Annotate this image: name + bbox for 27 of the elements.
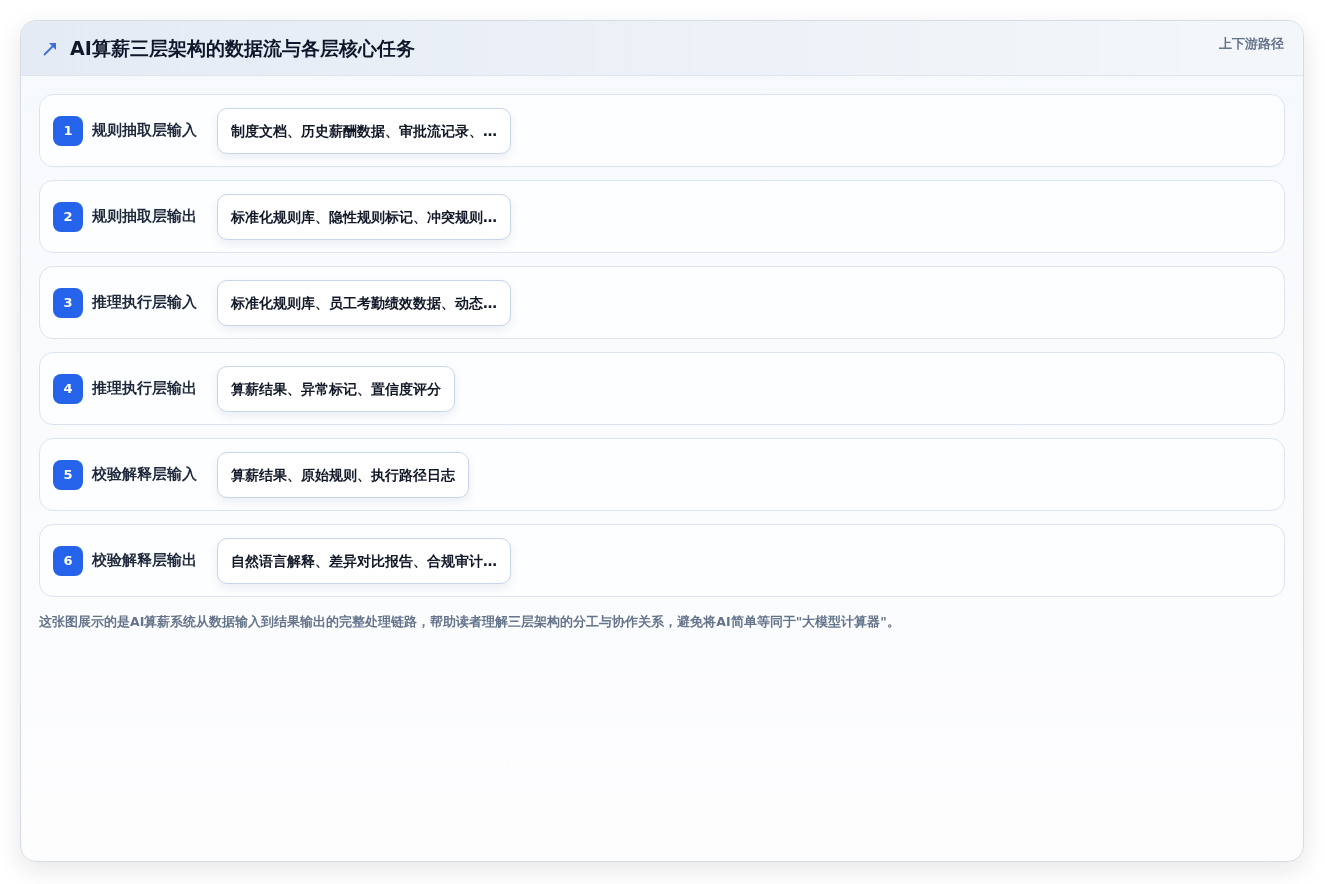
layer-row-card bbox=[39, 94, 1285, 167]
layer-row-card bbox=[39, 266, 1285, 339]
number-badge: 4 bbox=[53, 374, 83, 404]
corner-label: 上下游路径 bbox=[1219, 35, 1284, 53]
layer-row-card bbox=[39, 438, 1285, 511]
data-tag: 制度文档、历史薪酬数据、审批流记录、… bbox=[217, 108, 511, 154]
layer-label: 校验解释层输入 bbox=[92, 465, 197, 484]
layer-row-card bbox=[39, 524, 1285, 597]
caption: 这张图展示的是AI算薪系统从数据输入到结果输出的完整处理链路，帮助读者理解三层架构的分工与协作关系，避免将AI简单等同于"大模型计算器"。 bbox=[39, 613, 900, 631]
data-tag: 自然语言解释、差异对比报告、合规审计… bbox=[217, 538, 511, 584]
data-tag: 算薪结果、原始规则、执行路径日志 bbox=[217, 452, 469, 498]
layer-label: 推理执行层输入 bbox=[92, 293, 197, 312]
layer-label: 规则抽取层输出 bbox=[92, 207, 197, 226]
data-tag: 标准化规则库、员工考勤绩效数据、动态… bbox=[217, 280, 511, 326]
number-badge: 1 bbox=[53, 116, 83, 146]
data-tag: 标准化规则库、隐性规则标记、冲突规则… bbox=[217, 194, 511, 240]
layer-row-card bbox=[39, 180, 1285, 253]
layer-label: 校验解释层输出 bbox=[92, 551, 197, 570]
number-badge: 6 bbox=[53, 546, 83, 576]
data-tag: 算薪结果、异常标记、置信度评分 bbox=[217, 366, 455, 412]
layer-label: 规则抽取层输入 bbox=[92, 121, 197, 140]
layer-row-card bbox=[39, 352, 1285, 425]
number-badge: 5 bbox=[53, 460, 83, 490]
number-badge: 3 bbox=[53, 288, 83, 318]
number-badge: 2 bbox=[53, 202, 83, 232]
title: AI算薪三层架构的数据流与各层核心任务 bbox=[70, 36, 415, 61]
layer-label: 推理执行层输出 bbox=[92, 379, 197, 398]
